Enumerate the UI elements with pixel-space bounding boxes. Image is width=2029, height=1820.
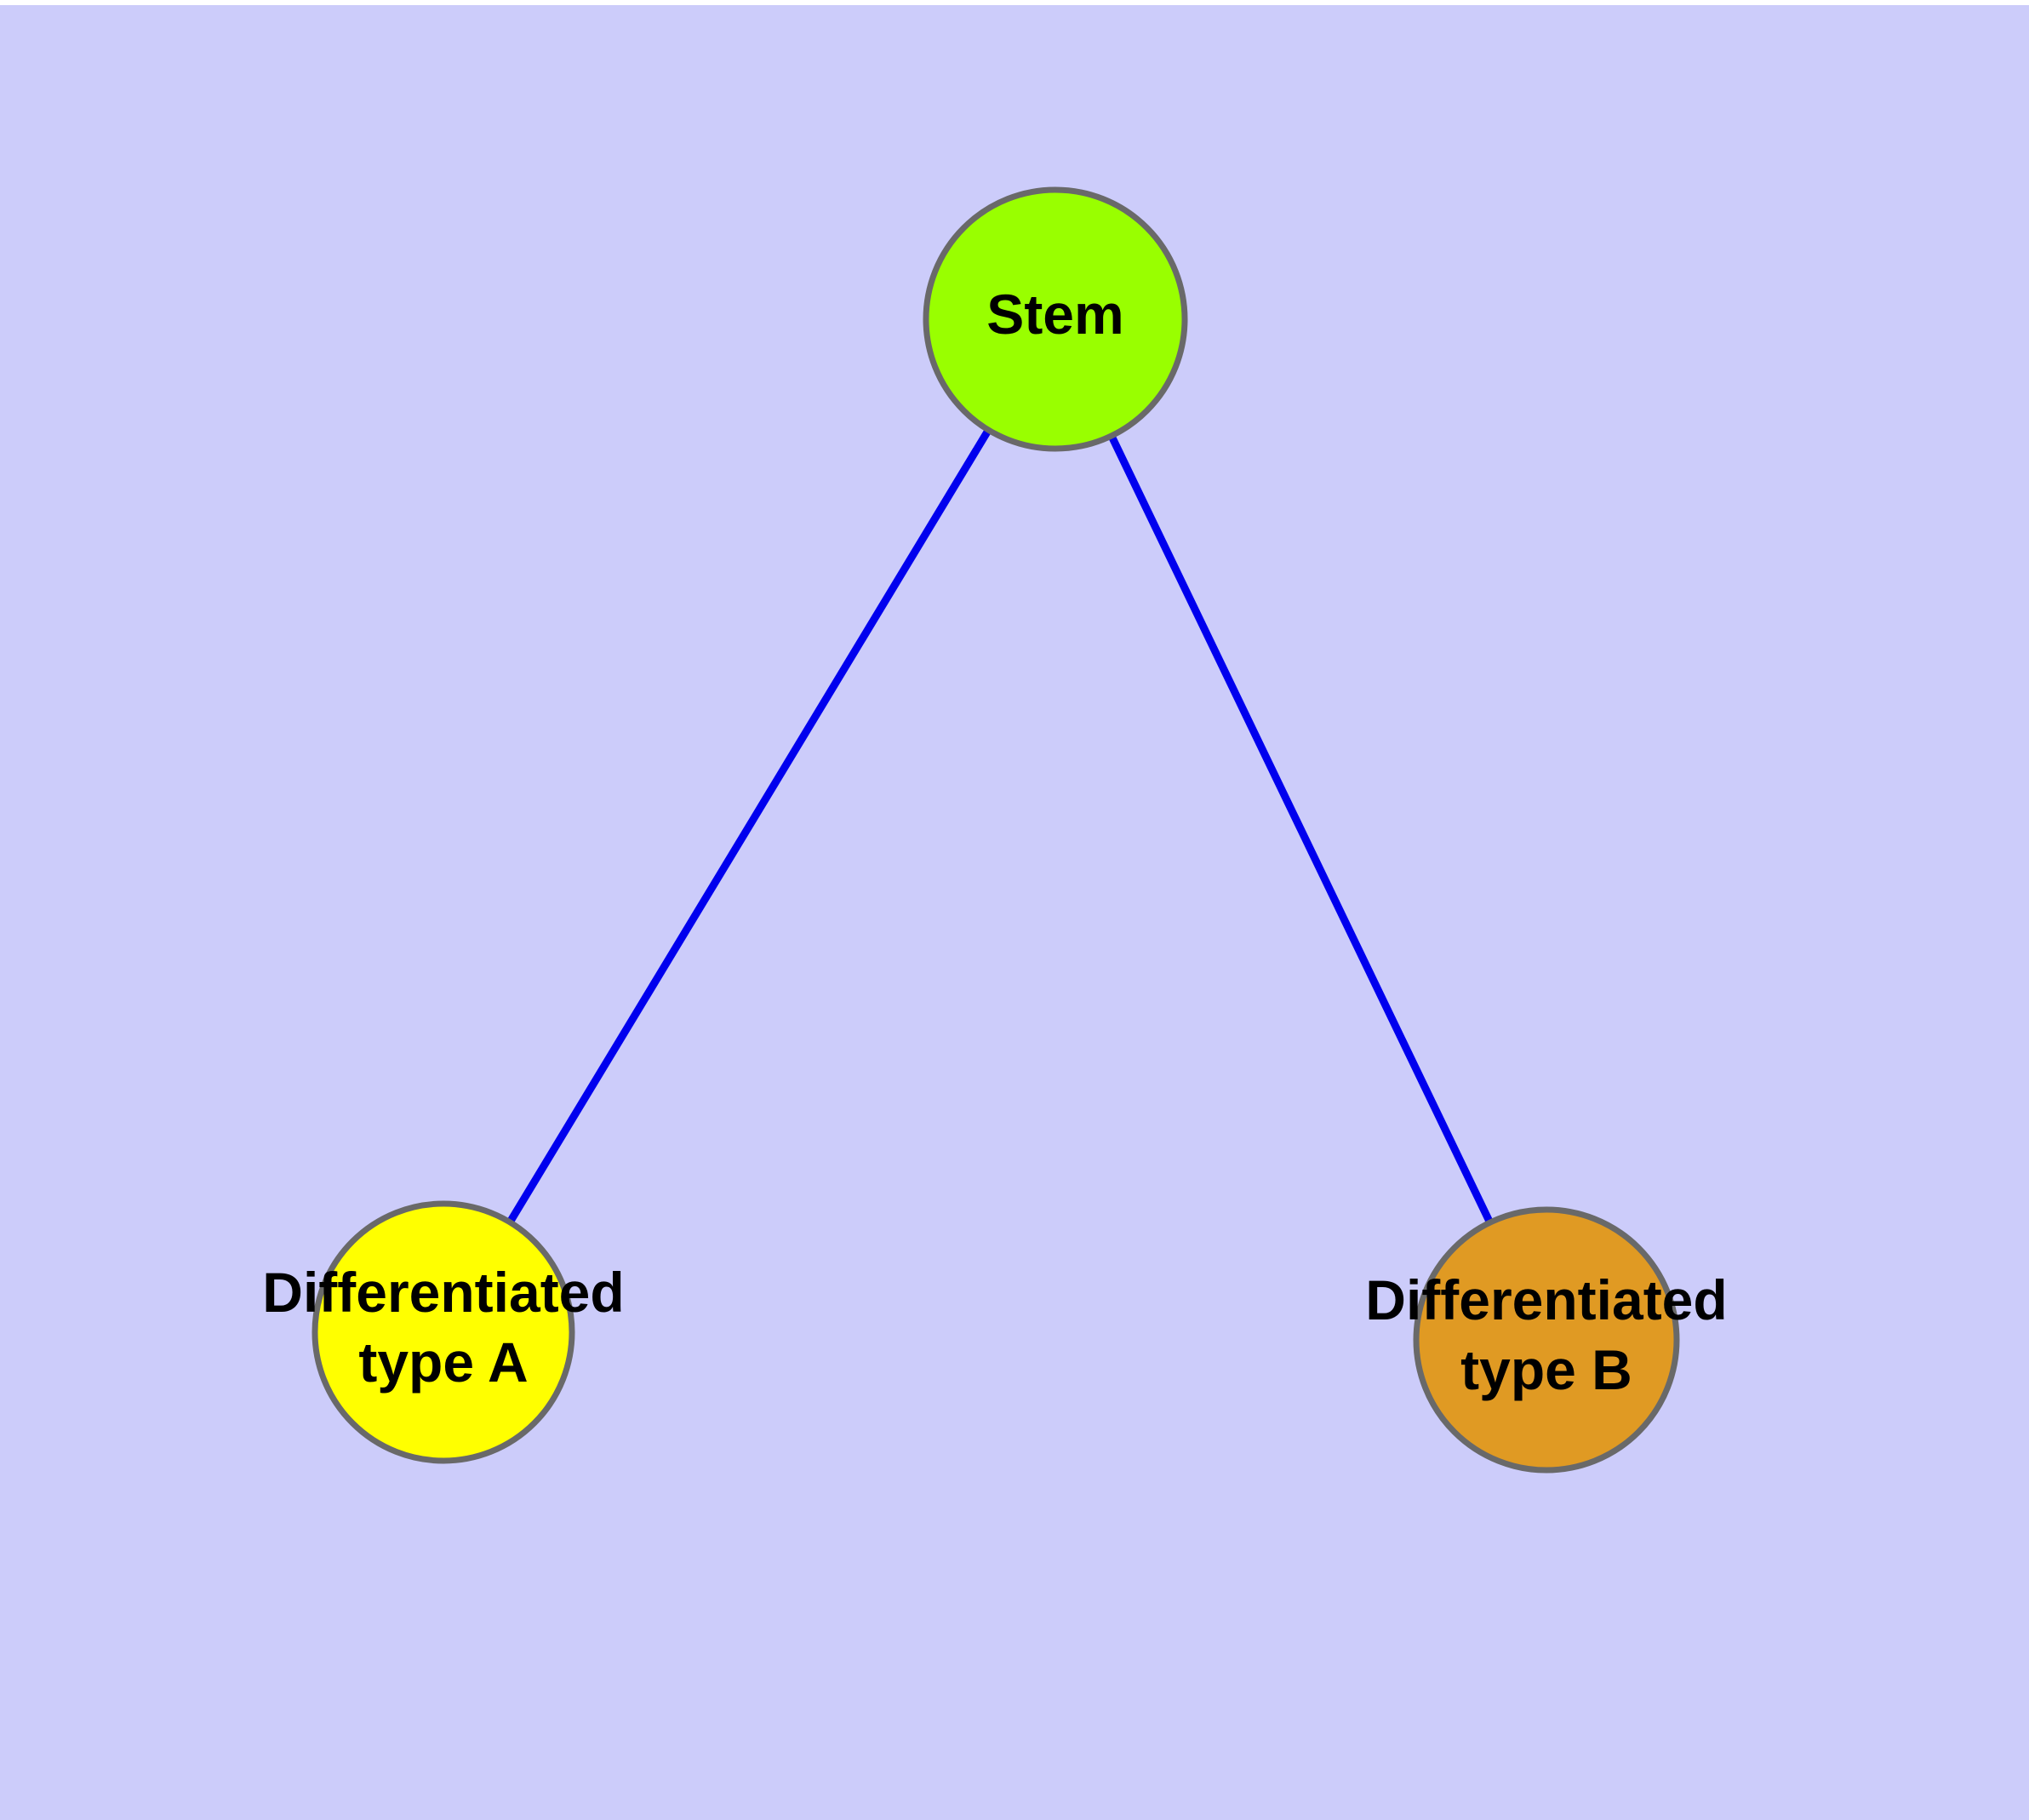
node-label-line: type B	[1460, 1338, 1632, 1401]
edge-layer	[440, 317, 1551, 1342]
node-circle-stem[interactable]	[923, 186, 1188, 452]
node-layer	[311, 186, 1680, 1474]
edge-stem-to-differentiated-type-b[interactable]	[1051, 318, 1551, 1342]
edge-stem-to-differentiated-type-a[interactable]	[440, 317, 1059, 1335]
node-label-line: type A	[358, 1331, 528, 1394]
node-label-line: Stem	[986, 283, 1123, 346]
label-layer: Stem Differentiated type A Differentiated…	[262, 283, 1727, 1401]
node-circle-diff-b[interactable]	[1413, 1206, 1680, 1474]
node-label-diff-b: Differentiated type B	[1365, 1268, 1727, 1401]
node-label-line: Differentiated	[262, 1261, 624, 1324]
node-circle-diff-a[interactable]	[311, 1200, 575, 1464]
node-label-line: Differentiated	[1365, 1268, 1727, 1331]
node-label-diff-a: Differentiated type A	[262, 1261, 624, 1394]
node-label-stem: Stem	[986, 283, 1123, 346]
